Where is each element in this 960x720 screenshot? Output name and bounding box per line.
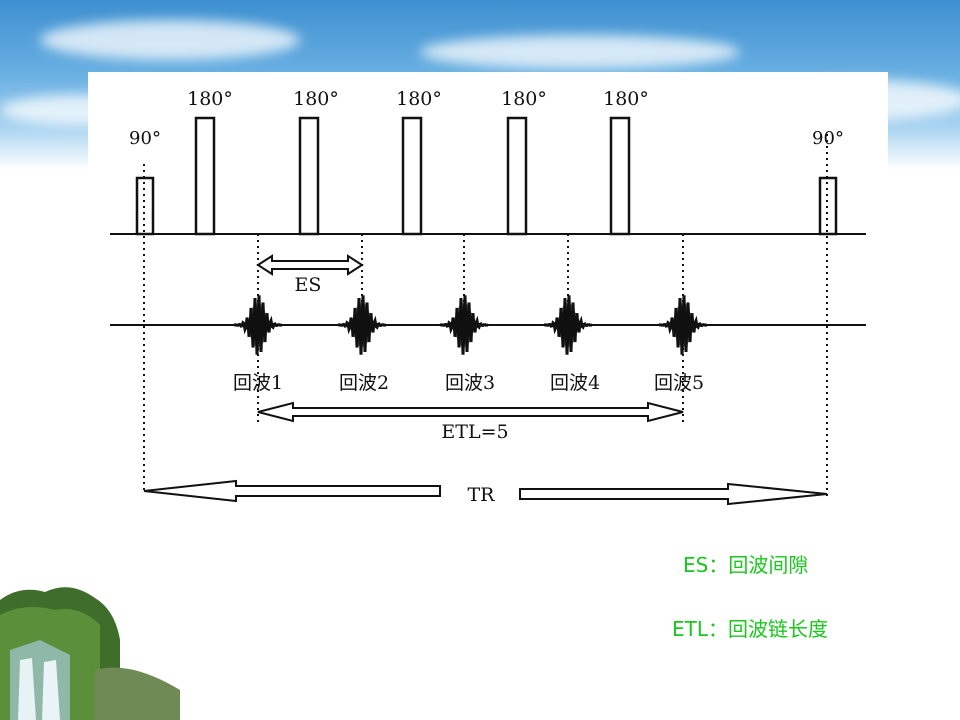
- etl-label: ETL=5: [441, 421, 508, 443]
- echo-label-2: 回波2: [339, 372, 389, 394]
- excitation-pulse-label: 90°: [129, 128, 161, 149]
- echo-waveform-core: [559, 303, 577, 347]
- echo-signal-4: [543, 295, 593, 355]
- excitation-pulse-first: 90°: [129, 128, 161, 236]
- refocus-pulse-label: 180°: [501, 88, 547, 110]
- refocus-pulse-1: 180°: [187, 88, 233, 236]
- fse-sequence-diagram: 90° 90° 180° 180° 180° 180° 180°: [88, 72, 888, 540]
- echo-label-4: 回波4: [550, 372, 600, 394]
- cloud: [40, 20, 300, 60]
- tr-label: TR: [468, 484, 496, 506]
- legend-term: ETL: [672, 617, 708, 641]
- echo-label-5: 回波5: [654, 372, 704, 394]
- echo-waveform-core: [674, 303, 692, 347]
- echo-signal-5: [658, 295, 708, 355]
- legend-etl-definition: ETL：回波链长度: [672, 613, 828, 642]
- legend-definition: 回波链长度: [728, 617, 828, 641]
- timing-guide-lines: [143, 134, 828, 500]
- tr-span-arrow: TR: [143, 479, 828, 506]
- refocus-pulse-5: 180°: [603, 88, 649, 236]
- echo-waveform-core: [353, 303, 371, 347]
- refocus-pulse-label: 180°: [396, 88, 442, 110]
- legend-separator: ：: [708, 553, 729, 577]
- excitation-pulse-label: 90°: [812, 128, 844, 149]
- echo-waveform-core: [249, 303, 267, 347]
- refocus-pulse-4: 180°: [501, 88, 547, 236]
- etl-span-arrow: ETL=5: [257, 401, 684, 443]
- legend-definition: 回波间隙: [728, 553, 809, 577]
- echo-signal-2: [337, 295, 387, 355]
- es-label: ES: [295, 274, 322, 296]
- echo-signal-3: [439, 295, 489, 355]
- echo-label-1: 回波1: [233, 372, 283, 394]
- echo-label-3: 回波3: [445, 372, 495, 394]
- echo-waveform-core: [455, 303, 473, 347]
- echo-signal-1: [233, 295, 283, 355]
- legend-es-definition: ES：回波间隙: [683, 549, 808, 578]
- legend-separator: ：: [708, 617, 728, 641]
- waterfall-scenery-image: [0, 587, 180, 720]
- legend-term: ES: [683, 553, 709, 577]
- refocus-pulse-2: 180°: [293, 88, 339, 236]
- es-interval-arrow: ES: [256, 254, 364, 296]
- cloud: [420, 35, 740, 69]
- refocus-pulse-label: 180°: [187, 88, 233, 110]
- refocus-pulse-3: 180°: [396, 88, 442, 236]
- refocus-pulse-label: 180°: [293, 88, 339, 110]
- refocus-pulse-label: 180°: [603, 88, 649, 110]
